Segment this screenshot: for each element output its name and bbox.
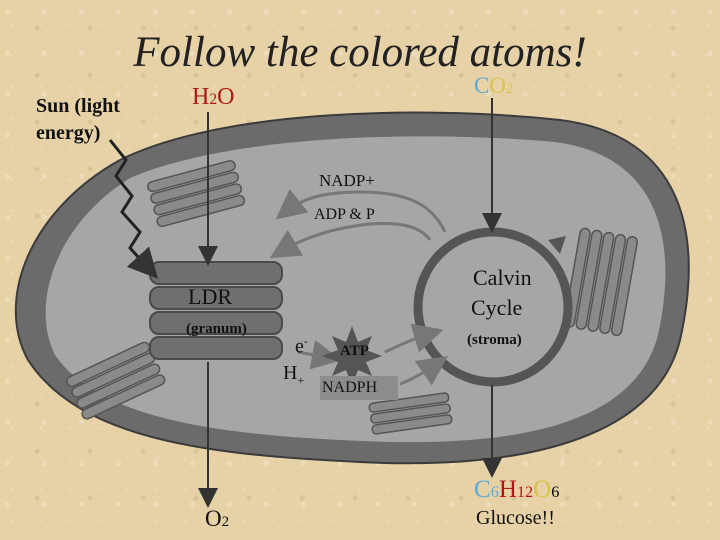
calvin-label-line2: Cycle	[471, 295, 523, 320]
water-subscript: 2	[209, 91, 218, 108]
oxygen-subscript: 2	[221, 514, 230, 530]
atp-starburst	[322, 326, 382, 386]
page-title: Follow the colored atoms!	[133, 29, 587, 76]
co2-subscript: 2	[505, 81, 514, 97]
glucose-oxygen-sub: 6	[551, 483, 560, 501]
sun-label-line1: Sun (light	[36, 95, 120, 117]
co2-formula: CO2	[474, 73, 513, 99]
glucose-hydrogen-sub: 12	[516, 483, 534, 501]
water-formula: H2O	[192, 84, 234, 111]
nadph-forward-arrow	[399, 356, 448, 386]
nadph-label: NADPH	[322, 379, 378, 396]
co2-oxygen: O	[489, 73, 506, 98]
calvin-cycle-arrowhead	[548, 236, 566, 254]
oxygen-formula: O2	[205, 506, 229, 532]
sun-label-line2: energy)	[36, 122, 101, 144]
sun-light-zigzag	[108, 139, 159, 279]
stroma-label: (stroma)	[467, 332, 522, 348]
glucose-hydrogen: H	[498, 476, 517, 503]
co2-carbon: C	[474, 73, 490, 98]
atp-label: ATP	[340, 343, 369, 359]
glucose-oxygen: O	[533, 476, 552, 503]
electron-label: e-	[295, 334, 308, 359]
water-oxygen: O	[217, 84, 235, 110]
proton-charge: +	[297, 373, 305, 387]
proton-label: H+	[283, 362, 304, 388]
nadph-box	[320, 376, 398, 400]
nadp-return-arrow	[275, 189, 447, 233]
calvin-label-line1: Calvin	[473, 265, 532, 290]
thylakoid-stacks	[66, 160, 639, 435]
glucose-formula: C6H12O6	[474, 476, 559, 504]
ldr-label: LDR	[188, 284, 232, 309]
adp-return-arrow	[269, 222, 432, 259]
glucose-carbon: C	[474, 476, 491, 503]
glucose-carbon-sub: 6	[490, 483, 499, 501]
electron-charge: -	[303, 334, 308, 348]
glucose-label: Glucose!!	[476, 507, 555, 529]
ldr-granum	[149, 261, 283, 360]
granum-label: (granum)	[186, 321, 247, 337]
water-hydrogen: H	[192, 84, 210, 110]
atp-forward-arrow	[384, 323, 444, 354]
sun-label: Sun (light energy)	[36, 93, 120, 147]
oxygen-symbol: O	[205, 506, 222, 531]
adp-p-label: ADP & P	[314, 206, 375, 223]
electron-symbol: e	[295, 335, 304, 358]
proton-symbol: H	[283, 362, 298, 384]
electron-flow-arrow	[297, 339, 342, 370]
nadp-plus-label: NADP+	[319, 171, 375, 190]
